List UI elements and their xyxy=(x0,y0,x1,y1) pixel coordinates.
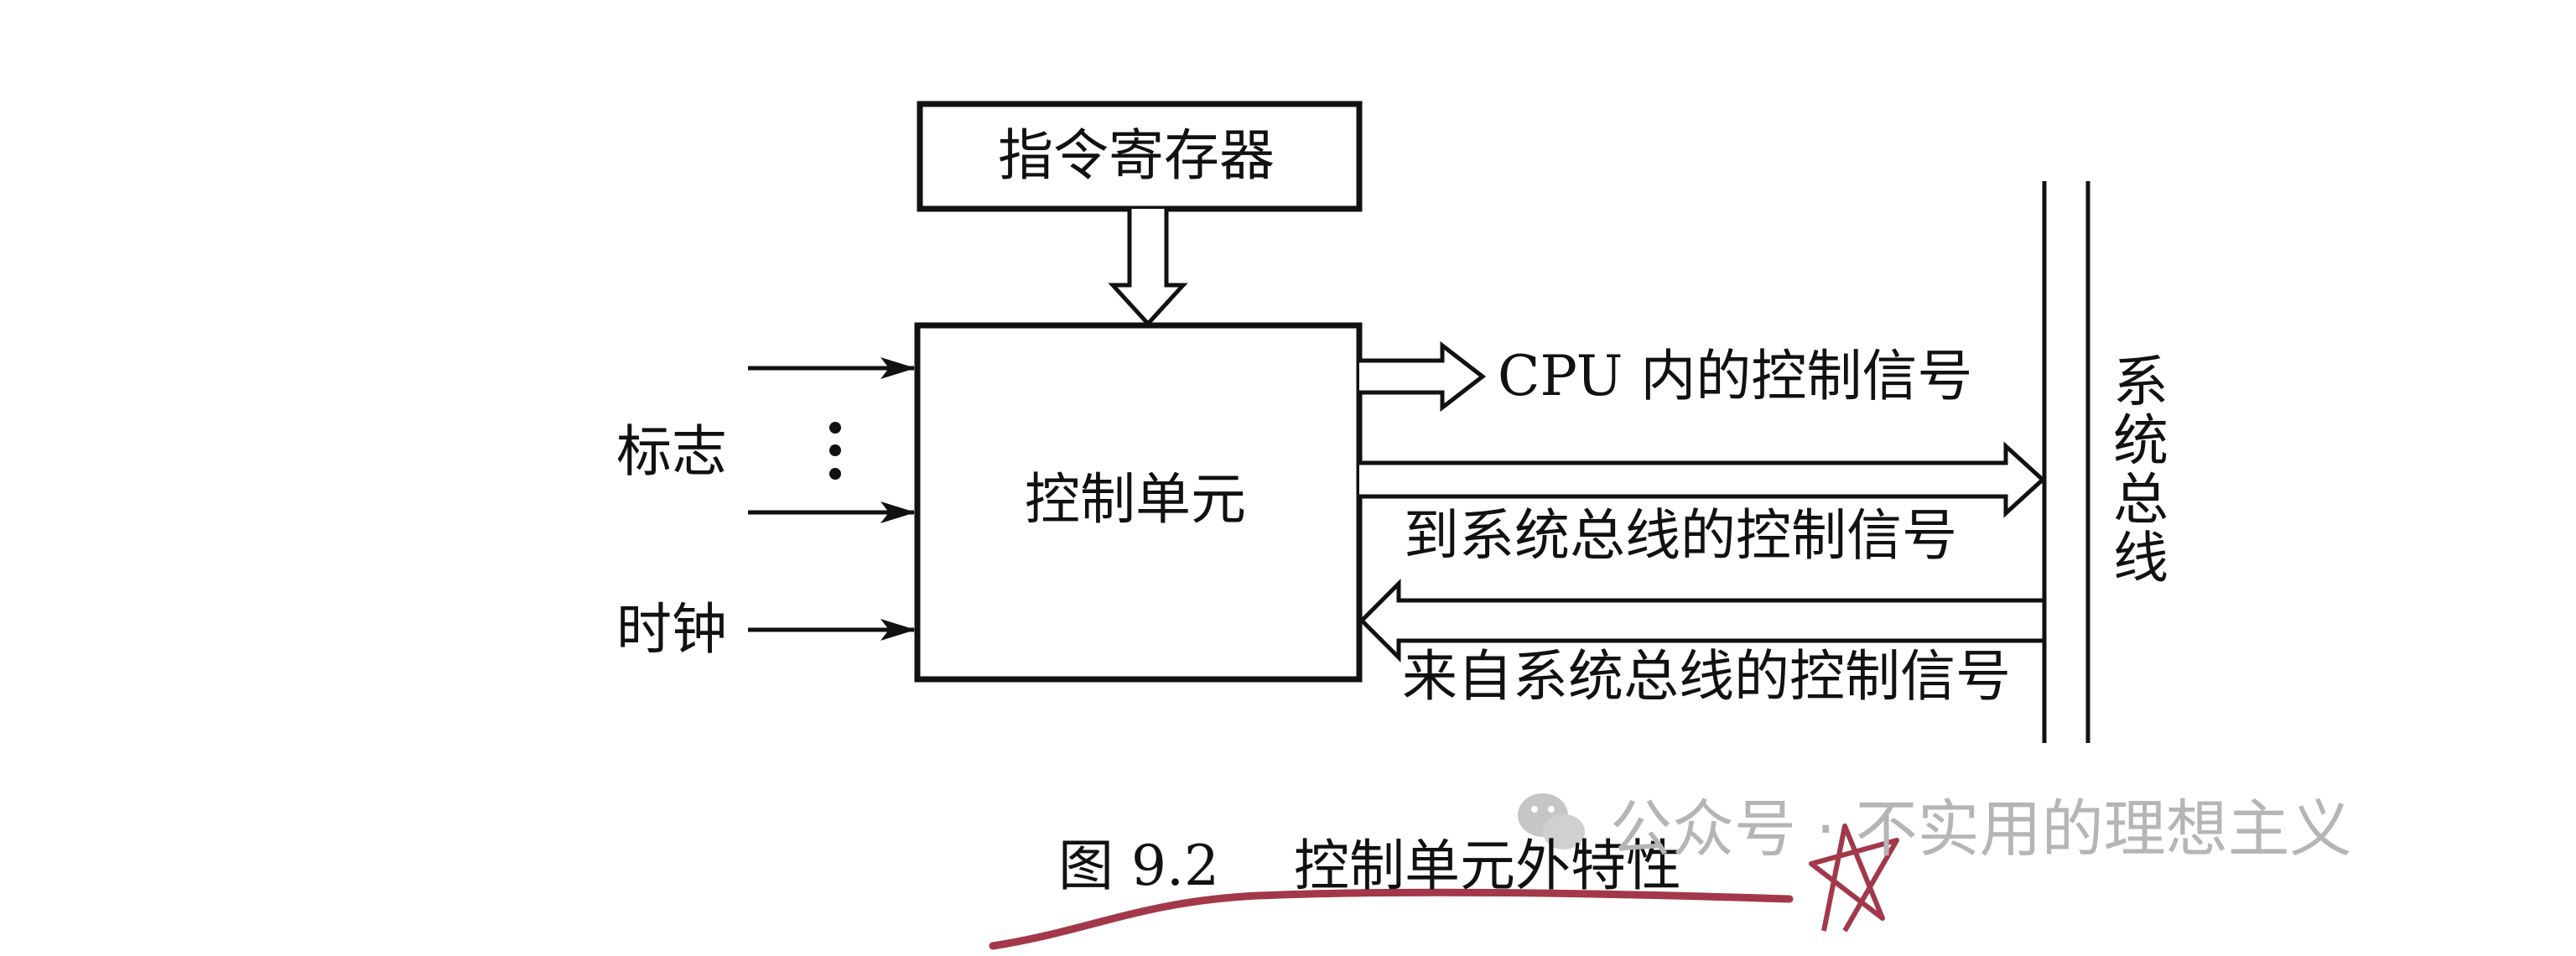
clock-label: 时钟 xyxy=(616,597,727,662)
from-bus-signals-label: 来自系统总线的控制信号 xyxy=(1402,644,2011,709)
instruction-register-label: 指令寄存器 xyxy=(998,123,1275,188)
red-star-annotation xyxy=(1809,824,1899,933)
ellipsis-dot xyxy=(829,444,841,456)
ellipsis-dot xyxy=(829,468,841,480)
figure-number: 图 9.2 xyxy=(1058,834,1219,898)
arrowhead xyxy=(880,619,916,641)
arrowhead xyxy=(880,357,916,379)
control-unit-label: 控制单元 xyxy=(1025,467,1246,532)
watermark-text: 公众号 · 不实用的理想主义 xyxy=(1610,793,2352,865)
system-bus-label: 系统总线 xyxy=(2104,352,2168,587)
flags-label: 标志 xyxy=(616,419,727,484)
cpu-internal-signal-arrow xyxy=(1359,340,1487,413)
ir-to-cu-arrow xyxy=(1108,209,1188,327)
red-underline-annotation xyxy=(989,888,1794,950)
ellipsis-dot xyxy=(829,422,841,434)
control-unit-box xyxy=(914,322,1363,683)
figure-title: 控制单元外特性 xyxy=(1294,834,1681,898)
arrowhead xyxy=(880,501,916,523)
to-bus-signals-label: 到系统总线的控制信号 xyxy=(1404,503,1957,568)
from-bus-signal-arrow xyxy=(1358,578,2043,663)
cpu-internal-signals-label: CPU 内的控制信号 xyxy=(1498,344,1973,408)
wechat-icon xyxy=(1518,793,1585,849)
